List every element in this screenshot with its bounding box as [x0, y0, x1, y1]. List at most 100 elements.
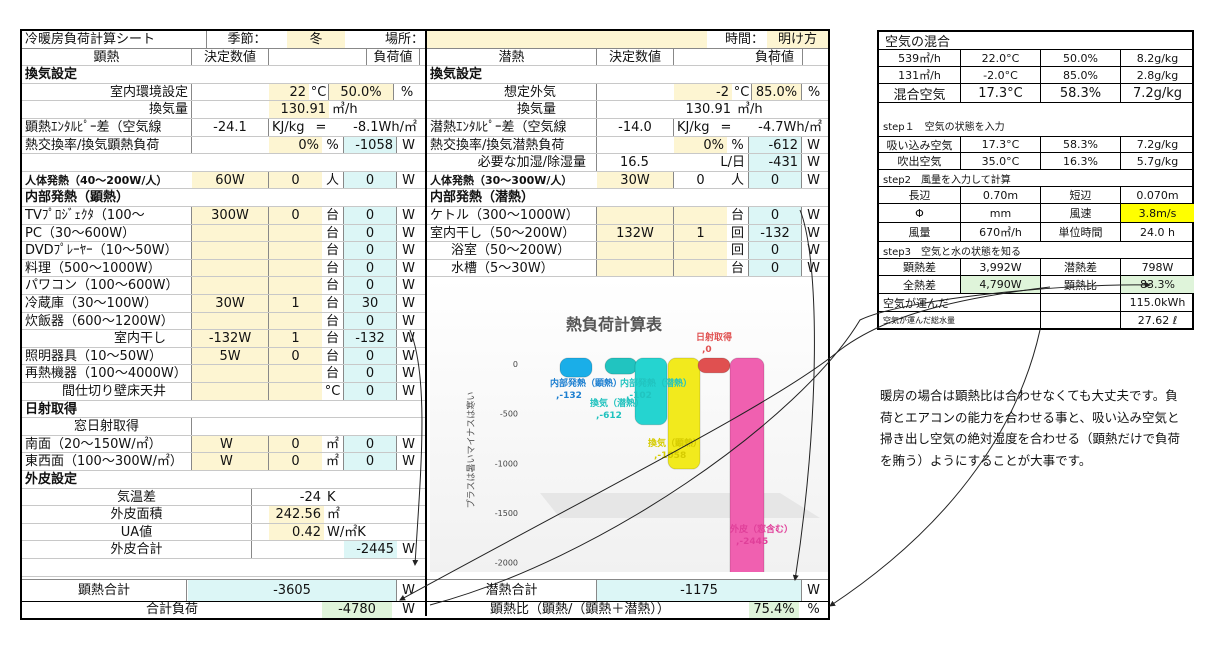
unit-w: W: [402, 208, 415, 223]
item-value[interactable]: [192, 383, 269, 400]
phi-value[interactable]: mm: [961, 204, 1041, 222]
blow-label: 吹出空気: [879, 153, 961, 169]
area-value[interactable]: 242.56: [269, 506, 324, 523]
long-value[interactable]: 0.70m: [961, 187, 1041, 203]
eastwest-value[interactable]: W: [192, 453, 269, 470]
temp-unit: °C: [309, 83, 329, 101]
item-count[interactable]: 0: [269, 347, 322, 365]
item-count[interactable]: [269, 365, 322, 382]
item-value[interactable]: [192, 242, 269, 259]
item-unit: °C: [322, 383, 344, 400]
item-count[interactable]: 0: [269, 207, 322, 224]
body-count[interactable]: 0: [269, 171, 322, 189]
heatex-pct[interactable]: 0%: [269, 136, 322, 154]
total-diff-value: 4,790W: [961, 276, 1041, 293]
enthalpy-value: -14.0: [597, 119, 674, 136]
item-label: 再熱機器（100～4000W）: [22, 365, 192, 382]
season-value[interactable]: 冬: [287, 31, 345, 48]
item-count[interactable]: [674, 207, 727, 224]
mix-rh[interactable]: 85.0%: [1041, 67, 1121, 83]
south-area[interactable]: 0: [269, 435, 322, 453]
mixed-air-row: 混合空気 17.3°C 58.3% 7.2g/kg: [879, 84, 1192, 103]
arrow-icon: =: [720, 120, 732, 135]
mix-flow[interactable]: 131㎥/h: [879, 67, 961, 83]
time-unit-label: 単位時間: [1041, 223, 1121, 241]
carried-label: 空気が運んだ: [879, 294, 1041, 311]
item-count[interactable]: [674, 259, 727, 277]
time-value[interactable]: 明け方: [767, 31, 828, 48]
item-value[interactable]: [597, 259, 674, 277]
flow-value[interactable]: 670㎥/h: [961, 223, 1041, 241]
item-count[interactable]: [269, 277, 322, 294]
item-value[interactable]: 300W: [192, 207, 269, 224]
airflow-value[interactable]: 130.91: [269, 101, 329, 118]
place-value[interactable]: [427, 31, 707, 48]
time-unit-value[interactable]: 24.0 h: [1140, 225, 1175, 239]
item-value[interactable]: [597, 207, 674, 224]
item-count[interactable]: [269, 312, 322, 330]
unit-w: W: [807, 155, 820, 171]
body-count[interactable]: 0: [696, 172, 705, 188]
item-value[interactable]: -132W: [192, 330, 269, 347]
item-value[interactable]: [597, 242, 674, 259]
item-label: PC（30～600W）: [22, 224, 192, 242]
item-unit: 台: [322, 365, 344, 382]
enthalpy-row: 潜熱ｴﾝﾀﾙﾋﾟｰ差（空気線 -14.0 KJ/kg = -4.7Wh/㎡: [427, 119, 828, 137]
item-value[interactable]: [192, 277, 269, 294]
item-count[interactable]: 1: [674, 224, 727, 242]
item-value[interactable]: 30W: [192, 295, 269, 312]
heatex-label: 熱交換率/換気顕熱負荷: [22, 136, 192, 154]
item-count[interactable]: 1: [269, 330, 322, 347]
ua-value[interactable]: 0.42: [269, 523, 324, 541]
heatex-pct[interactable]: 0%: [674, 136, 727, 154]
body-load: 0: [749, 171, 802, 189]
item-unit: 台: [322, 347, 344, 365]
item-unit: 台: [727, 207, 749, 224]
flow-label: 風量: [879, 223, 961, 241]
eastwest-area[interactable]: 0: [269, 453, 322, 470]
outdoor-temp[interactable]: -2: [674, 83, 732, 101]
item-unit: 回: [727, 242, 749, 259]
airflow-label: 換気量: [427, 101, 597, 118]
item-value[interactable]: [192, 259, 269, 277]
item-value[interactable]: [192, 224, 269, 242]
mix-rh[interactable]: 50.0%: [1041, 50, 1121, 66]
item-value[interactable]: [192, 365, 269, 382]
col-blank: [674, 48, 772, 66]
south-load: 0: [344, 435, 397, 453]
item-value[interactable]: 132W: [597, 224, 674, 242]
item-value[interactable]: 5W: [192, 347, 269, 365]
outdoor-rh[interactable]: 85.0%: [752, 83, 802, 101]
body-value[interactable]: 30W: [597, 171, 674, 189]
short-value[interactable]: 0.070m: [1136, 188, 1179, 202]
item-value[interactable]: [192, 312, 269, 330]
grand-total-value: -4780: [322, 602, 392, 618]
mix-temp[interactable]: -2.0°C: [961, 67, 1041, 83]
body-label: 人体発熱（30～300W/人）: [430, 173, 573, 187]
area-unit: ㎡: [322, 435, 344, 453]
item-unit: 台: [322, 224, 344, 242]
body-row: 人体発熱（30～300W/人） 30W 0 人 0 W: [427, 171, 828, 190]
south-value[interactable]: W: [192, 435, 269, 453]
unit-w: W: [402, 225, 415, 241]
item-count[interactable]: [269, 242, 322, 259]
indoor-temp[interactable]: 22: [269, 83, 309, 101]
unit-w: W: [402, 602, 415, 617]
item-count[interactable]: 1: [269, 295, 322, 312]
indoor-rh[interactable]: 50.0%: [329, 83, 394, 101]
latent-total-value: -1175: [597, 580, 802, 601]
mix-temp[interactable]: 22.0°C: [961, 50, 1041, 66]
col-decided: 決定数値: [597, 48, 674, 66]
body-value[interactable]: 60W: [192, 171, 269, 189]
item-count[interactable]: [269, 224, 322, 242]
ratio-value: 75.4%: [749, 602, 799, 618]
item-count[interactable]: [269, 383, 322, 400]
item-count[interactable]: [674, 242, 727, 259]
step1-row: step１ 空気の状態を入力: [879, 103, 1192, 136]
unit-w: W: [807, 583, 820, 598]
item-count[interactable]: [269, 259, 322, 277]
solar-title: 日射取得: [25, 401, 78, 417]
mix-flow[interactable]: 539㎥/h: [879, 50, 961, 66]
skin-total-row: 外皮合計 -2445 W: [22, 541, 425, 559]
